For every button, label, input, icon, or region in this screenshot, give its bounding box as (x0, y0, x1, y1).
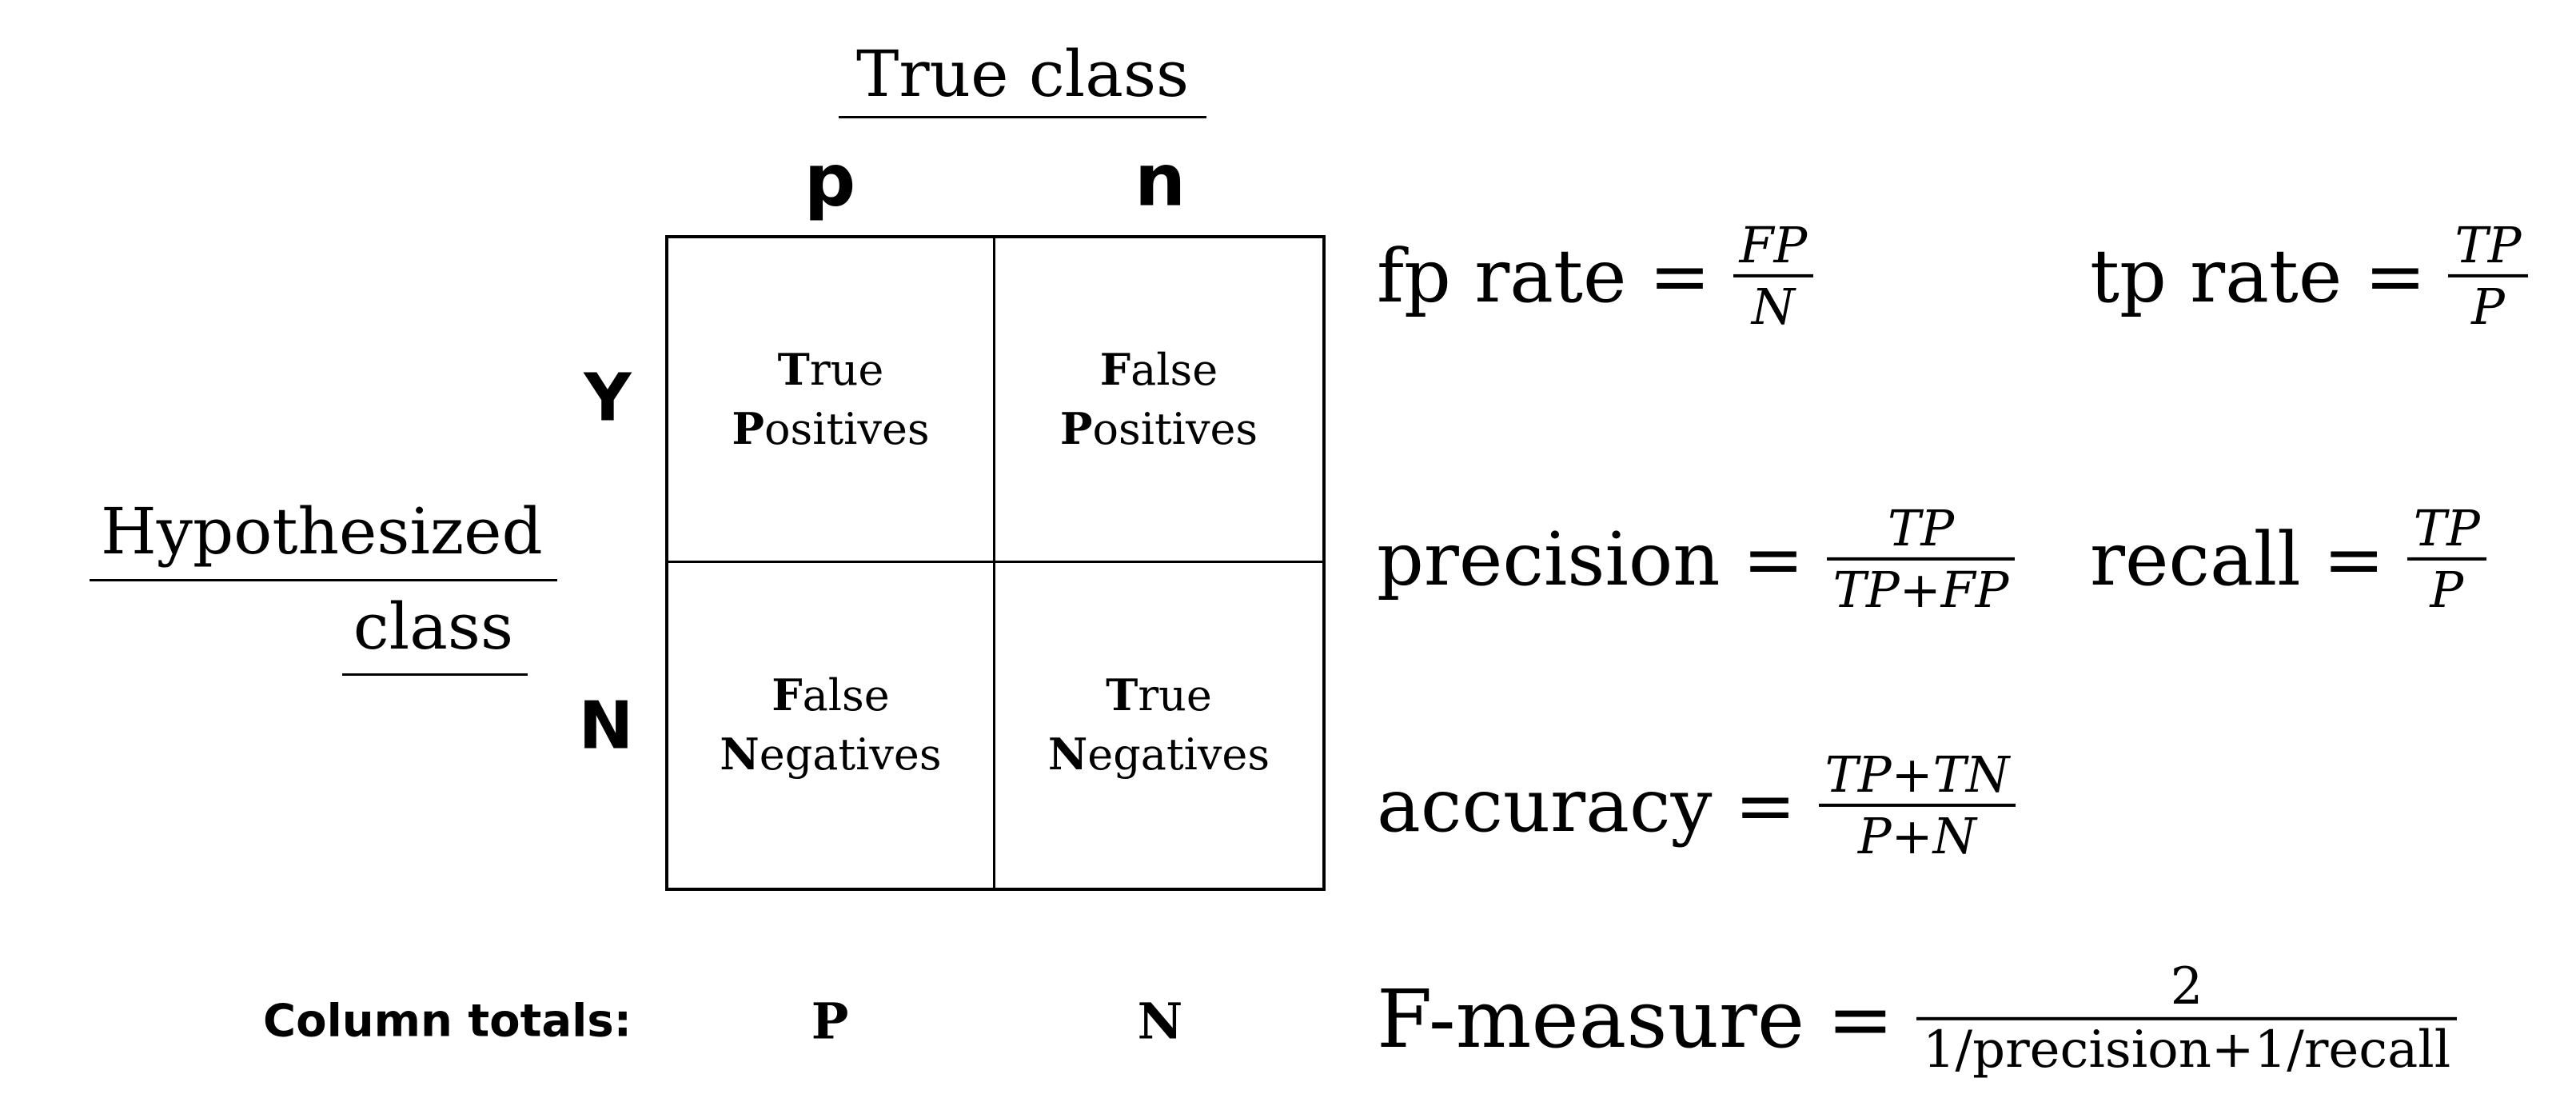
equals-sign: = (1827, 972, 1894, 1066)
formula-name: accuracy (1377, 762, 1713, 848)
formula-name: fp rate (1377, 233, 1627, 319)
cell-false-negatives: False Negatives (668, 563, 995, 888)
formula-f-measure: F-measure = 2 1/precision+1/recall (1377, 960, 2458, 1077)
cell-true-positives: True Positives (668, 238, 995, 563)
fraction: TP+TN P+N (1818, 749, 2016, 862)
column-totals-label: Column totals: (263, 995, 632, 1048)
fraction-bar (1916, 1017, 2458, 1020)
confusion-matrix-grid: True Positives False Positives False Neg… (665, 235, 1326, 891)
fraction: TP TP+FP (1826, 502, 2016, 616)
row-header-n: N (578, 688, 634, 765)
hypothesized-line1: Hypothesized (90, 486, 557, 581)
hypothesized-class-heading: Hypothesized class (90, 486, 557, 677)
fraction: FP N (1733, 219, 1814, 333)
col-header-n: n (1134, 138, 1186, 223)
fraction: 2 1/precision+1/recall (1916, 960, 2458, 1077)
column-total-p: P (811, 992, 849, 1051)
fraction-bar (1733, 274, 1814, 278)
column-total-n: N (1137, 992, 1183, 1051)
equals-sign: = (2323, 516, 2385, 602)
equals-sign: = (1734, 762, 1796, 848)
cell-false-positives: False Positives (995, 238, 1322, 563)
formula-recall: recall = TP P (2090, 502, 2486, 616)
fraction: TP P (2448, 219, 2528, 333)
true-class-heading: True class (838, 37, 1207, 118)
fraction-bar (2407, 557, 2486, 561)
cell-true-negatives: True Negatives (1047, 669, 1270, 780)
fraction-bar (1826, 557, 2016, 561)
hypothesized-line2: class (341, 581, 528, 677)
formula-name: precision (1377, 516, 1721, 602)
fraction-bar (1818, 804, 2016, 807)
equals-sign: = (1742, 516, 1804, 602)
formula-tp-rate: tp rate = TP P (2090, 219, 2528, 333)
row-header-y: Y (584, 360, 632, 437)
formula-name: recall (2090, 516, 2301, 602)
equals-sign: = (2364, 233, 2426, 319)
fraction: TP P (2407, 502, 2486, 616)
fraction-bar (2448, 274, 2528, 278)
formula-accuracy: accuracy = TP+TN P+N (1377, 749, 2016, 862)
formula-name: tp rate (2090, 233, 2343, 319)
formula-name: F-measure (1377, 972, 1805, 1066)
equals-sign: = (1649, 233, 1711, 319)
formula-precision: precision = TP TP+FP (1377, 502, 2016, 616)
formula-fp-rate: fp rate = FP N (1377, 219, 1814, 333)
col-header-p: p (804, 138, 856, 223)
